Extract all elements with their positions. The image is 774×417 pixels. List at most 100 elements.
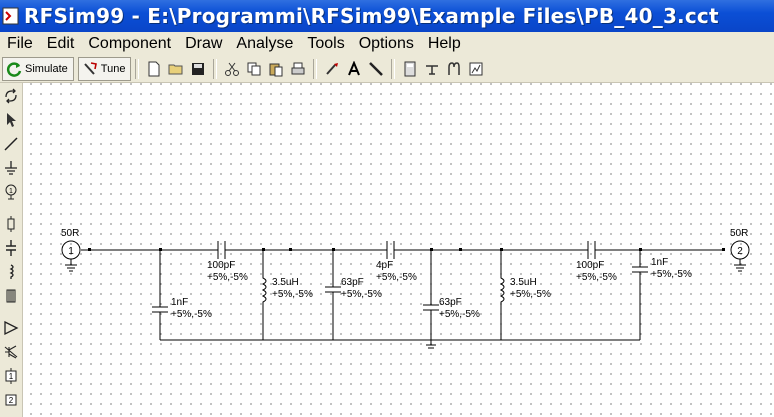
amplifier-tool[interactable] (1, 318, 21, 338)
resistor-tool[interactable] (1, 214, 21, 234)
brush-button[interactable] (321, 58, 343, 80)
inductor-2 (499, 250, 505, 340)
cut-button[interactable] (221, 58, 243, 80)
c-shunt2-tol: +5%,-5% (341, 289, 382, 300)
paste-button[interactable] (265, 58, 287, 80)
arrow-pointer-icon (7, 113, 16, 127)
open-file-button[interactable] (165, 58, 187, 80)
c-series3-tol: +5%,-5% (576, 272, 617, 283)
component-toolbar: 1 1 2 (0, 83, 23, 417)
c-shunt4-tol: +5%,-5% (651, 269, 692, 280)
chart-icon (469, 62, 483, 75)
one-port-block-tool[interactable]: 1 (1, 366, 21, 386)
shunt-capacitor-1 (152, 250, 168, 340)
c-shunt1-value: 1nF (171, 297, 188, 308)
transistor-icon (4, 345, 18, 359)
c-series1-value: 100pF (207, 260, 235, 271)
menu-tools[interactable]: Tools (307, 35, 345, 52)
one-port-block-icon: 1 (5, 368, 17, 384)
refresh-icon (6, 61, 22, 77)
paste-icon (269, 63, 283, 76)
transmission-line-button[interactable] (421, 58, 443, 80)
menu-help[interactable]: Help (427, 35, 461, 52)
menu-component[interactable]: Component (88, 35, 172, 52)
toolbar-separator (135, 58, 140, 79)
menu-options[interactable]: Options (358, 35, 414, 52)
menu-edit[interactable]: Edit (46, 35, 75, 52)
transformer-tool[interactable] (1, 286, 21, 306)
menu-draw[interactable]: Draw (185, 35, 223, 52)
printer-icon (291, 62, 305, 74)
tune-label: Tune (100, 62, 126, 75)
wire-tool[interactable] (1, 134, 21, 154)
c-shunt3-tol: +5%,-5% (439, 309, 480, 320)
toolbar-separator (213, 58, 218, 79)
transistor-tool[interactable] (1, 342, 21, 362)
resistor-icon (7, 216, 15, 232)
pen-line-icon (369, 61, 384, 76)
inductor-tool[interactable] (1, 262, 21, 282)
new-file-button[interactable] (143, 58, 165, 80)
line-button[interactable] (365, 58, 387, 80)
copy-button[interactable] (243, 58, 265, 80)
tune-icon (84, 61, 97, 75)
c-shunt2-value: 63pF (341, 277, 364, 288)
l-shunt2-tol: +5%,-5% (510, 289, 551, 300)
save-button[interactable] (187, 58, 209, 80)
svg-text:2: 2 (9, 396, 14, 405)
port2-ground (734, 259, 746, 272)
l-shunt1-tol: +5%,-5% (272, 289, 313, 300)
ground-icon (5, 161, 17, 175)
port2-number: 2 (737, 246, 743, 257)
transmission-line-icon (426, 64, 439, 75)
amplifier-icon (4, 320, 19, 336)
c-shunt3-value: 63pF (439, 297, 462, 308)
rotate-icon (5, 88, 17, 104)
title-bar: RFSim99 - E:\Programmi\RFSim99\Example F… (0, 0, 774, 32)
l-shunt1-value: 3.5uH (272, 277, 299, 288)
port-tool[interactable]: 1 (1, 182, 21, 202)
coil-icon (448, 61, 461, 75)
inductor-icon (9, 264, 14, 279)
toolbar: Simulate Tune (0, 55, 774, 83)
shunt-capacitor-2 (325, 250, 341, 340)
port-icon: 1 (5, 184, 17, 200)
port1-ground (65, 259, 77, 272)
save-icon (192, 62, 205, 75)
toolbar-separator (313, 58, 318, 79)
two-port-block-tool[interactable]: 2 (1, 390, 21, 410)
capacitor-tool[interactable] (1, 238, 21, 258)
port1-number: 1 (68, 246, 74, 257)
c-series1-tol: +5%,-5% (207, 272, 248, 283)
print-button[interactable] (287, 58, 309, 80)
port1-label: 50R (61, 228, 79, 239)
menu-analyse[interactable]: Analyse (236, 35, 294, 52)
select-tool[interactable] (1, 110, 21, 130)
menu-file[interactable]: File (7, 35, 33, 52)
new-file-icon (148, 61, 160, 76)
c-shunt1-tol: +5%,-5% (171, 309, 212, 320)
calculator-icon (404, 61, 416, 76)
schematic-canvas[interactable]: 1 50R 2 50R 1nF +5%,-5% 100pF +5%,-5% 3.… (23, 83, 774, 417)
c-series3-value: 100pF (576, 260, 604, 271)
text-button[interactable] (343, 58, 365, 80)
capacitor-icon (6, 240, 16, 256)
series-capacitor-2 (386, 241, 395, 259)
tune-button[interactable]: Tune (77, 56, 132, 81)
text-icon (348, 60, 361, 75)
calculator-button[interactable] (399, 58, 421, 80)
shunt-capacitor-3 (423, 250, 439, 340)
copy-icon (247, 62, 261, 75)
simulate-button[interactable]: Simulate (2, 56, 74, 81)
simulate-label: Simulate (25, 62, 68, 75)
series-capacitor-1 (217, 241, 226, 259)
circuit-ground (426, 340, 436, 349)
wire-icon (4, 137, 18, 151)
svg-text:1: 1 (9, 372, 14, 381)
menu-bar: File Edit Component Draw Analyse Tools O… (0, 32, 774, 55)
rotate-tool[interactable] (1, 86, 21, 106)
smith-chart-button[interactable] (465, 58, 487, 80)
l-shunt2-value: 3.5uH (510, 277, 537, 288)
coil-button[interactable] (443, 58, 465, 80)
ground-tool[interactable] (1, 158, 21, 178)
